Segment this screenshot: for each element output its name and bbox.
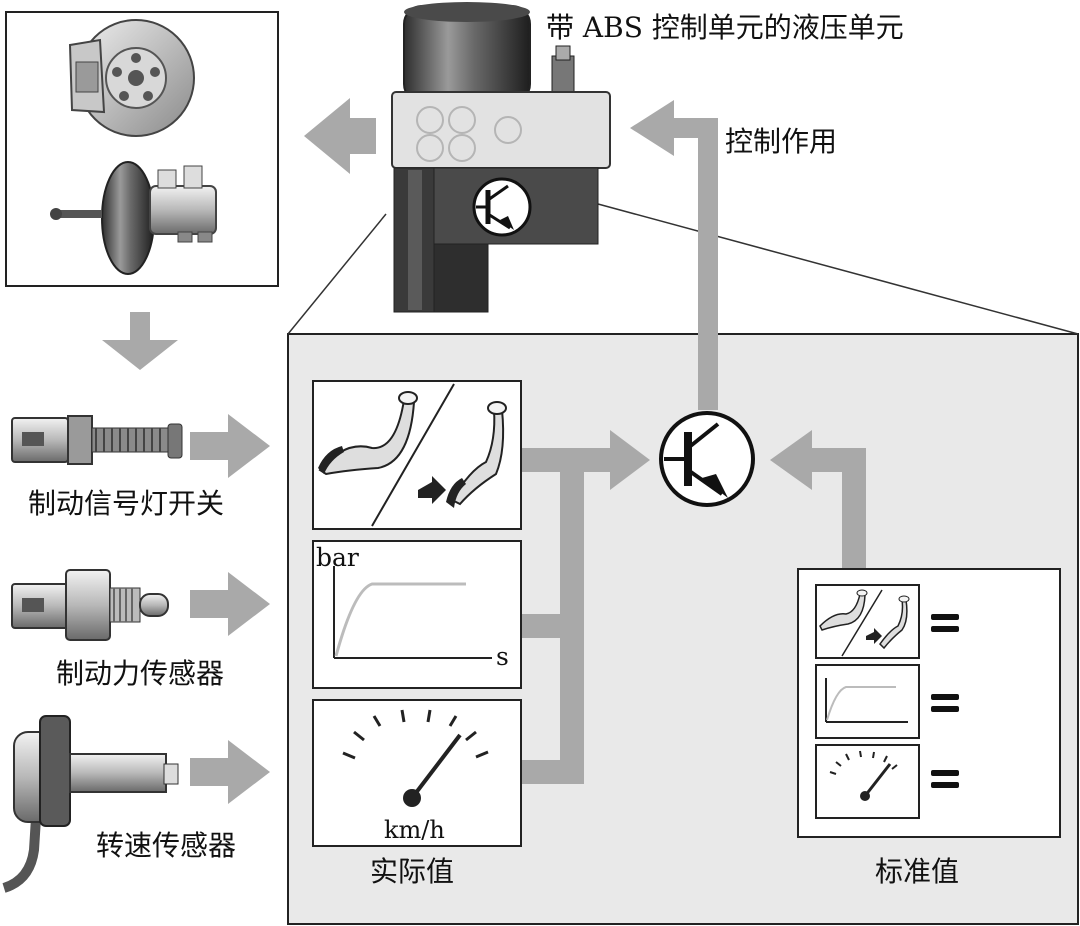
actual-values-collector — [522, 430, 650, 784]
main-transistor-icon — [659, 411, 755, 507]
brake-booster-icon — [50, 161, 217, 275]
pressure-graph — [333, 566, 492, 659]
zoom-line-right — [597, 203, 1079, 335]
std-graph — [825, 678, 908, 723]
speed-sensor-label: 转速传感器 — [96, 829, 237, 862]
brake-force-sensor-icon — [11, 569, 169, 641]
graph-x-unit: s — [496, 642, 509, 671]
hydraulic-unit-icon — [391, 2, 611, 313]
speed-sensor-icon — [2, 715, 179, 893]
control-action-label: 控制作用 — [725, 125, 838, 158]
arrow-to-brakes — [304, 98, 376, 174]
pressure-graph-box — [312, 540, 522, 689]
standard-value-arrow — [770, 430, 866, 570]
control-action-arrow — [630, 100, 718, 410]
arrow-down-from-brakes — [102, 312, 178, 370]
brake-light-switch-icon — [11, 415, 183, 465]
equals-signs — [931, 614, 959, 788]
graph-y-unit: bar — [316, 543, 359, 572]
std-pedal-icon — [819, 589, 910, 657]
ecu-transistor-icon — [472, 177, 532, 237]
hydraulic-unit-label: 带 ABS 控制单元的液压单元 — [546, 11, 904, 44]
speedometer-box — [312, 699, 522, 847]
arrow-brake-switch — [190, 414, 270, 478]
arrow-speed-sensor — [190, 740, 270, 804]
standard-value-label: 标准值 — [875, 855, 960, 888]
zoom-line-left — [287, 213, 387, 335]
speedometer-icon — [342, 709, 489, 807]
std-speedometer-box — [815, 744, 920, 819]
gauge-unit: km/h — [384, 816, 445, 844]
brake-pedal-icon — [318, 383, 507, 527]
arrow-force-sensor — [190, 572, 270, 636]
std-graph-box — [815, 664, 920, 739]
press-arrow — [418, 476, 446, 504]
actual-value-label: 实际值 — [370, 855, 455, 888]
std-speedometer-icon — [829, 750, 898, 801]
brake-light-switch-label: 制动信号灯开关 — [28, 487, 225, 520]
brake-disc-icon — [68, 19, 195, 137]
brake-force-sensor-label: 制动力传感器 — [56, 657, 225, 690]
